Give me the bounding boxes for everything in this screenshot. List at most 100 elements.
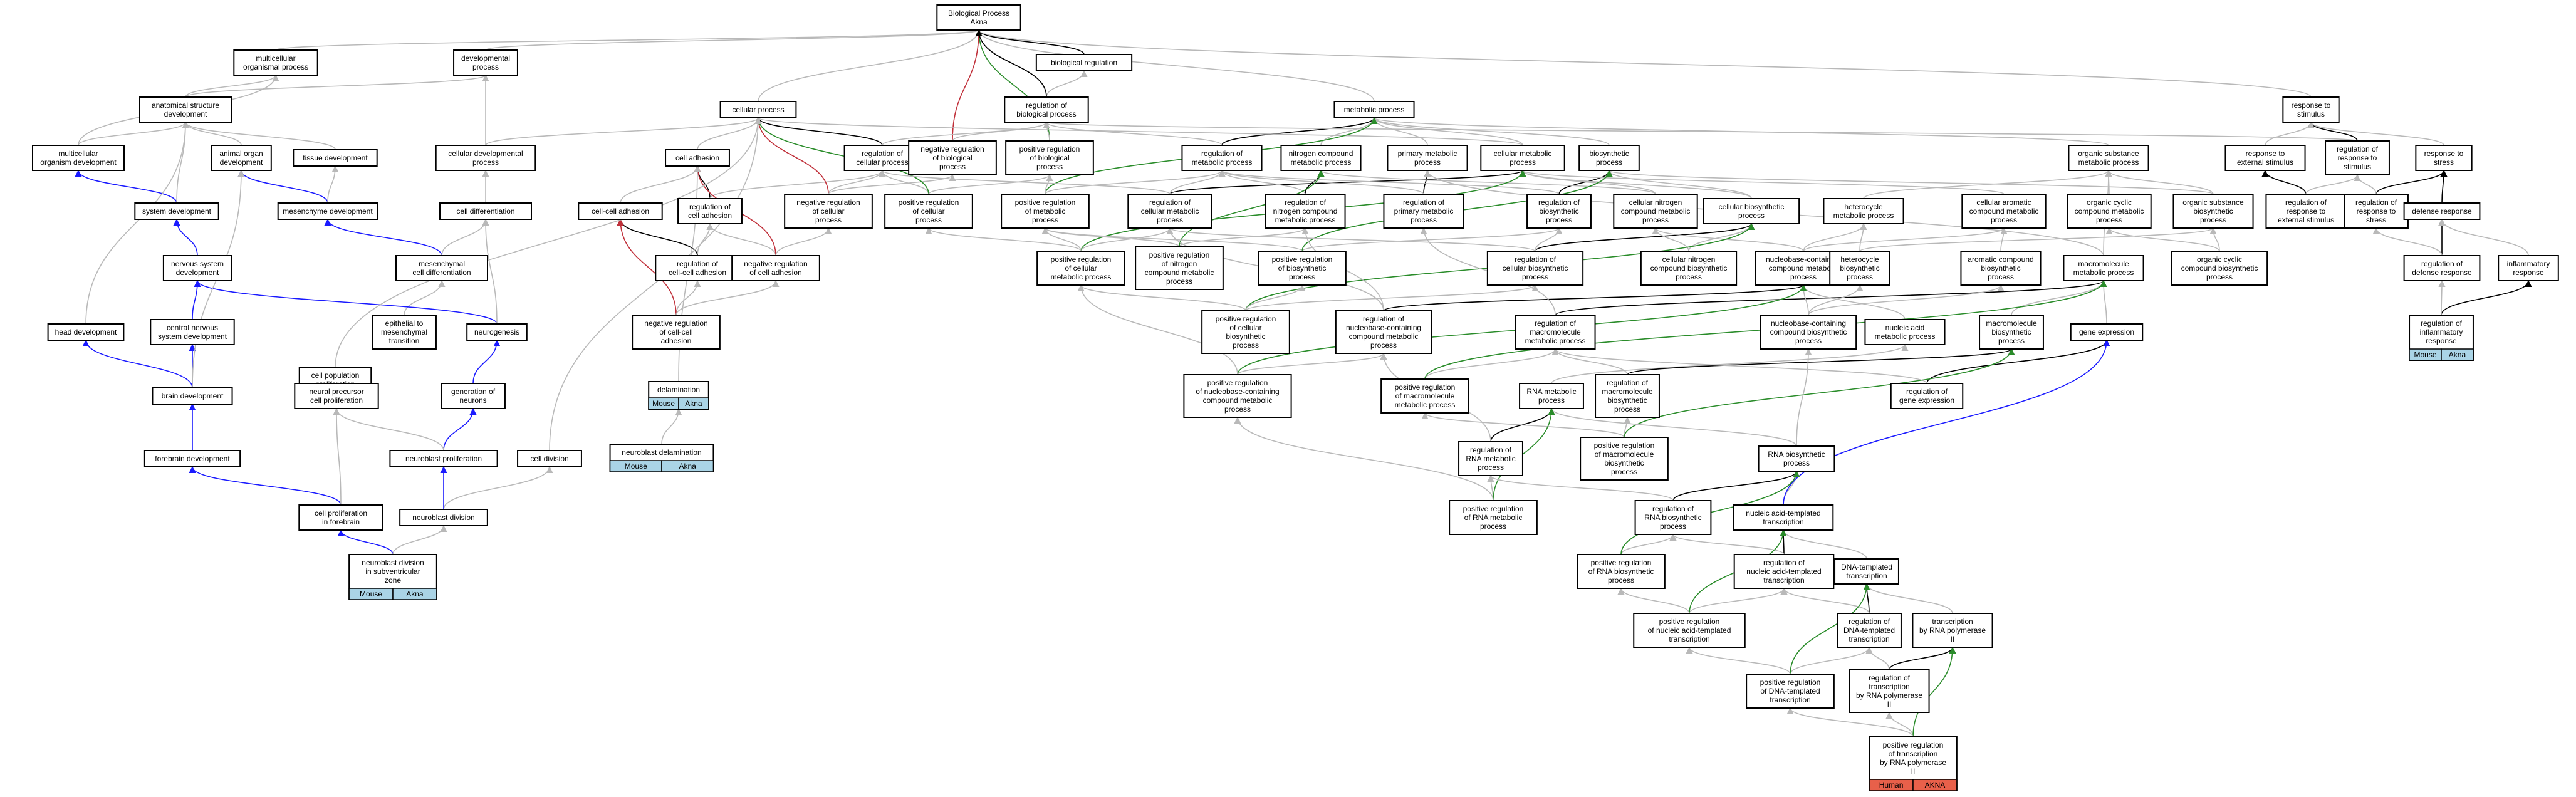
term-label-line: animal organ: [219, 149, 263, 158]
edge-osbp-to-biop: [1605, 169, 2214, 195]
edge: [1551, 343, 1909, 384]
term-box: [2403, 255, 2481, 281]
term-label-line: metabolic process: [2078, 158, 2139, 167]
term-label-line: regulation of: [2421, 259, 2463, 268]
term-label-line: of RNA biosynthetic: [1588, 567, 1654, 576]
term-box: [784, 194, 873, 229]
term-label-line: transcription: [1846, 571, 1887, 580]
term-box: [162, 255, 232, 281]
term-label-line: of macromolecule: [1395, 392, 1455, 400]
term-label-line: Biological Process: [948, 9, 1009, 18]
edge-rdtt-to-rnatt: [1780, 587, 1870, 614]
go-term-bd: brain development: [152, 387, 233, 405]
edge: [2440, 169, 2448, 204]
term-label-line: positive regulation: [1883, 741, 1944, 749]
edge-cbp-to-cmp: [1519, 169, 1752, 199]
edge-rinfl-to-rdefr: [2438, 279, 2446, 316]
term-box: [139, 96, 232, 123]
term-label-line: by RNA polymerase: [1880, 758, 1946, 767]
edge-rcbp-to-rbiop: [1535, 227, 1563, 252]
term-label-line: process: [1478, 463, 1504, 472]
edge-prdtt-to-dtt: [1790, 583, 1870, 675]
go-term-metp: metabolic process: [1333, 101, 1415, 118]
edge: [1179, 169, 1325, 247]
term-label-line: transcription: [1763, 518, 1803, 526]
edge-prbiop-to-rbiop: [1301, 227, 1563, 252]
term-box: [1183, 374, 1292, 418]
edge-cpf-to-fbd: [189, 466, 342, 506]
term-box: [884, 194, 973, 229]
edge-bd-to-hd: [82, 339, 193, 388]
term-label-line: cell adhesion: [688, 211, 732, 220]
term-label-line: compound biosynthetic: [1650, 264, 1728, 273]
term-box: [2172, 194, 2254, 229]
edge: [1221, 117, 1378, 146]
annotation-tag-label: Mouse: [652, 399, 675, 408]
term-label-line: cellular aromatic: [1976, 198, 2031, 207]
term-label-line: external stimulus: [2278, 216, 2334, 224]
term-label-line: stimulus: [2344, 162, 2371, 171]
go-term-tisd: tissue development: [293, 149, 378, 167]
edge-rrs-to-rbp: [1043, 121, 2358, 142]
term-box: [1640, 251, 1738, 286]
term-label-line: neurogenesis: [474, 328, 519, 336]
edge: [1301, 227, 1563, 252]
term-label-line: aromatic compound: [1968, 255, 2033, 264]
term-label-line: transcription: [1669, 635, 1709, 643]
term-box: [1961, 194, 2047, 229]
edge-cmp-to-cellp: [754, 117, 1523, 146]
edge-rnabp-to-ncbsp: [1796, 348, 1812, 447]
edge: [1535, 222, 1755, 252]
term-box: [1333, 101, 1415, 118]
term-label-line: DNA-templated: [1841, 563, 1892, 571]
term-label-line: RNA metabolic: [1466, 454, 1515, 463]
term-box: [1758, 445, 1835, 472]
edge: [1617, 587, 1690, 614]
term-label-line: of cellular: [1065, 264, 1097, 273]
edge: [1245, 284, 1539, 311]
edge: [1045, 169, 1226, 195]
term-label-line: process: [1414, 158, 1441, 167]
edge: [1889, 646, 1956, 670]
term-label-line: of nitrogen: [1162, 259, 1197, 268]
edge: [617, 218, 698, 256]
edge-rrstr-to-rrs: [2354, 174, 2377, 195]
go-term-nbdiv: neuroblast division: [399, 509, 488, 526]
edge-rtstr-to-rts: [2307, 121, 2444, 146]
term-label-line: cell-cell adhesion: [592, 207, 649, 216]
term-label-line: tissue development: [303, 154, 368, 162]
term-label-line: stress: [2366, 216, 2386, 224]
term-label-line: heterocycle: [1840, 255, 1879, 264]
edge: [975, 29, 1375, 102]
go-term-mesd: mesenchyme development: [277, 202, 378, 220]
term-label-line: inflammatory: [2420, 328, 2463, 336]
term-box: [1960, 251, 2042, 286]
term-box: [2325, 140, 2390, 175]
term-label-line: positive regulation: [1015, 198, 1076, 207]
edge: [1234, 416, 1494, 501]
term-box: [1001, 194, 1090, 229]
term-box: [32, 145, 125, 171]
term-label-line: process: [1036, 162, 1063, 171]
edge-ncmp2-to-cncbp: [1652, 227, 1804, 252]
term-label-line: biological regulation: [1051, 58, 1117, 67]
term-box: [152, 387, 233, 405]
edge-devp-to-bp: [485, 29, 983, 51]
edge-prcbp-to-prbiop: [1245, 284, 1306, 311]
term-box: [395, 255, 488, 281]
term-box: [435, 145, 536, 171]
term-label-line: cell adhesion: [675, 154, 719, 162]
term-label-line: process: [2096, 216, 2122, 224]
go-term-gexp: gene expression: [2070, 323, 2144, 341]
term-label-line: response to: [2246, 149, 2285, 158]
term-label-line: gene expression: [1899, 396, 1954, 405]
